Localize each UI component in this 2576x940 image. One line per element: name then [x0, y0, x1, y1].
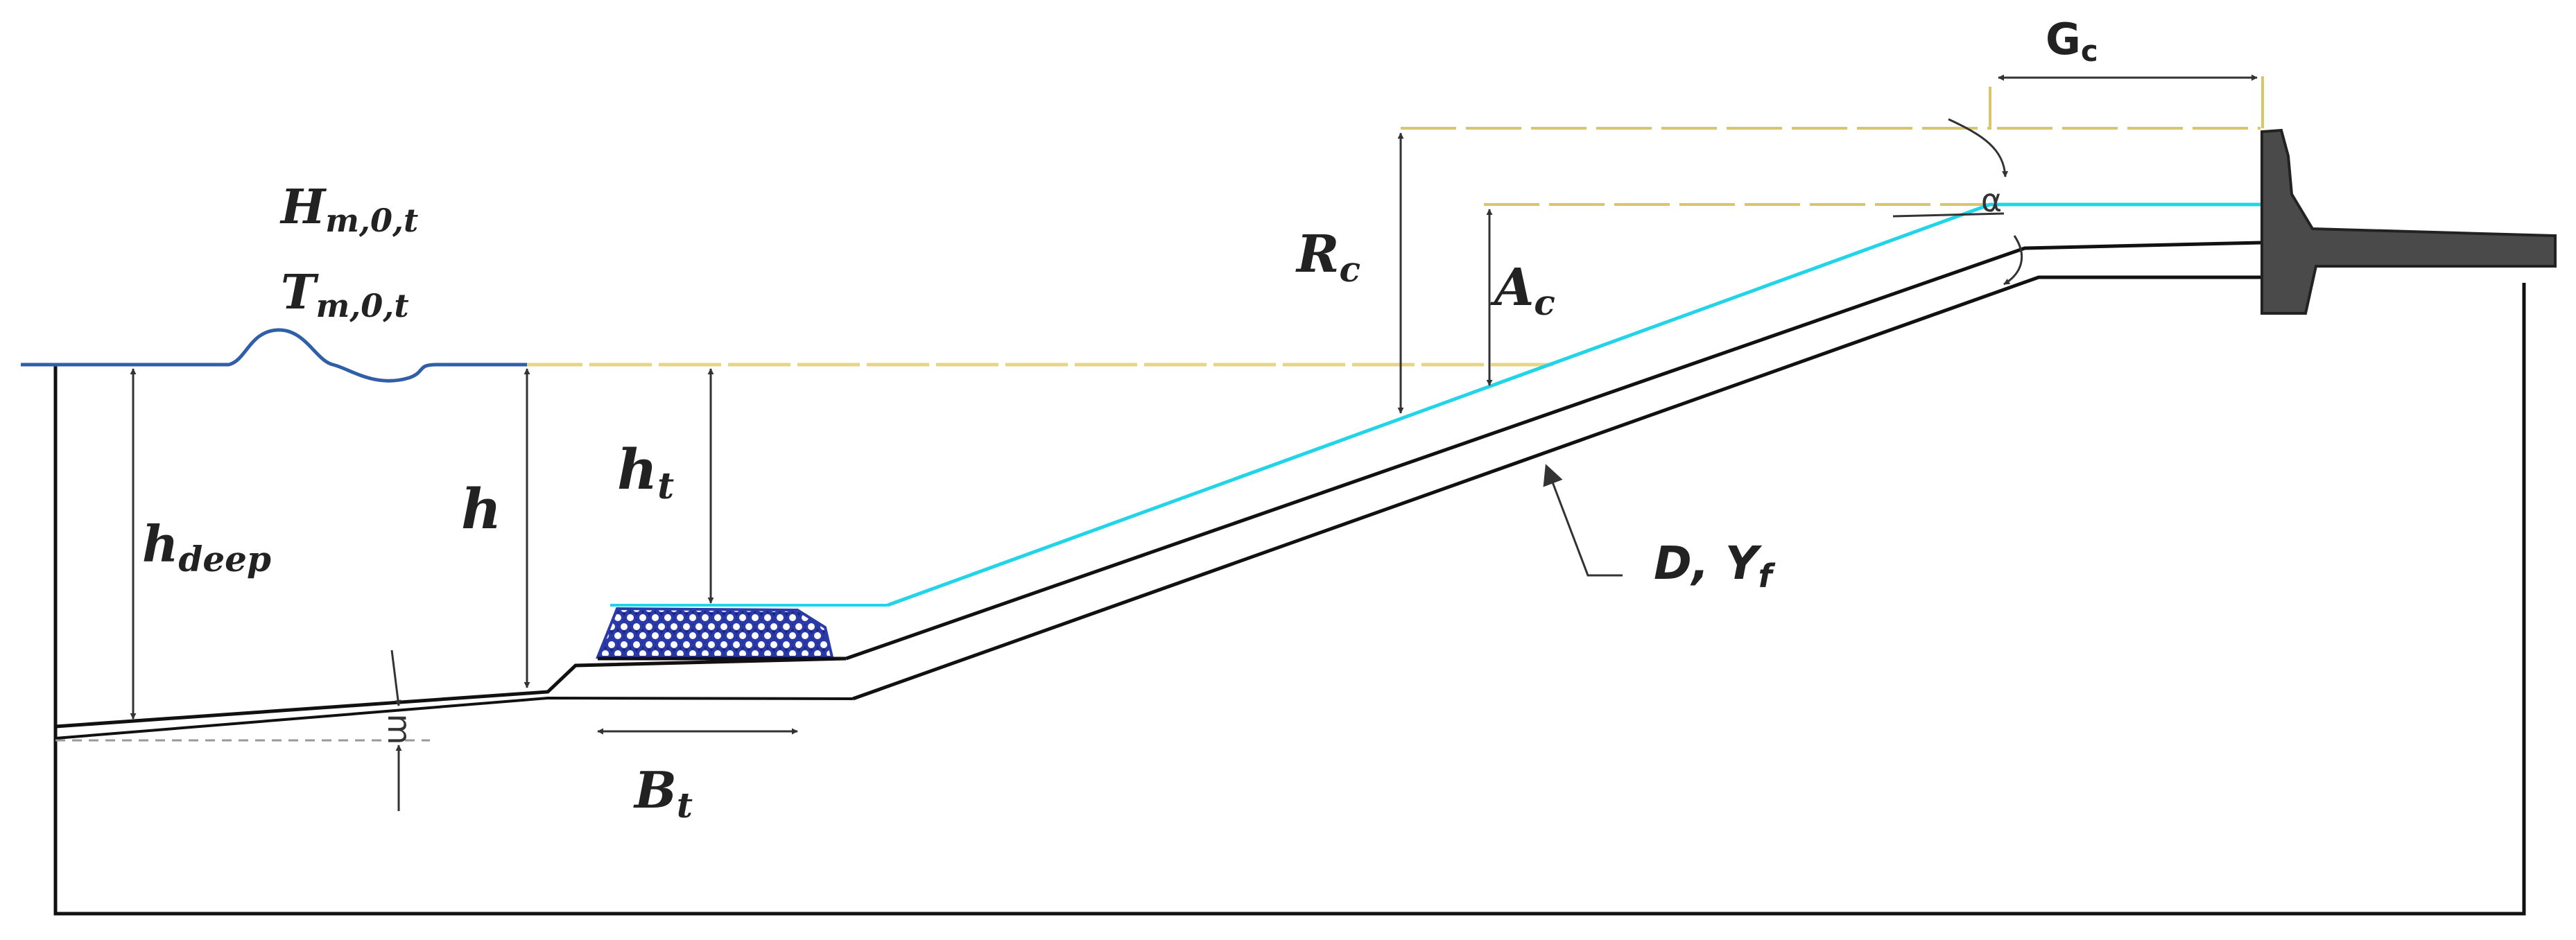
slope-angle-arc	[2003, 235, 2023, 286]
armour-pointer	[1543, 464, 1623, 577]
foreshore-bottom-upper	[55, 656, 847, 729]
toe-depth-label: ht	[617, 437, 674, 507]
toe-berm	[596, 604, 888, 661]
foreshore-slope-label: m	[381, 714, 418, 745]
depth-label: h	[461, 476, 501, 541]
armour-layer-surface	[845, 241, 2263, 661]
toe-width-label: Bt	[633, 760, 693, 826]
slope-angle-base	[1892, 212, 2005, 218]
water-surface	[21, 328, 527, 383]
foreshore-bottom-lower	[55, 696, 854, 740]
crest-width-label: Gc	[2046, 14, 2098, 68]
wave-height-label: Hm,0,t	[279, 180, 418, 239]
crest-freeboard-label: Rc	[1295, 225, 1360, 290]
section-frame	[53, 283, 2526, 916]
filter-layer-surface	[852, 275, 2262, 701]
armour-freeboard-label: Ac	[1490, 258, 1555, 323]
slope-angle-label: α	[1981, 182, 2002, 219]
wave-period-label: Tm,0,t	[281, 265, 409, 324]
deep-depth-label: hdeep	[142, 514, 271, 580]
run-up-line	[887, 202, 2262, 607]
crest-level-line	[1401, 87, 1991, 130]
slope-m-arrow-top	[390, 650, 401, 706]
crown-wall	[2261, 128, 2557, 315]
crest-angle-arrow	[1948, 118, 2009, 177]
armour-label: D, Yf	[1654, 537, 1776, 595]
